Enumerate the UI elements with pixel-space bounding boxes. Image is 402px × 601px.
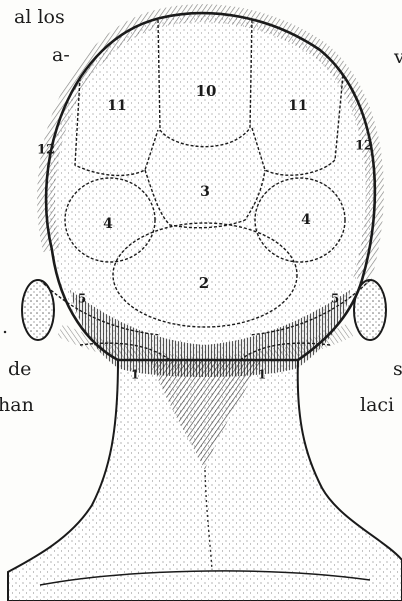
region-label-1-right: 1	[258, 368, 266, 382]
region-label-12-right: 12	[355, 139, 373, 154]
region-label-5-left: 5	[78, 292, 86, 306]
region-label-5-right: 5	[331, 292, 339, 306]
region-label-4-right: 4	[301, 212, 311, 228]
neck-and-shoulders	[8, 360, 402, 601]
region-label-2: 2	[199, 274, 209, 292]
region-label-4-left: 4	[103, 216, 113, 232]
skull	[46, 13, 375, 377]
region-label-3: 3	[200, 184, 210, 200]
region-label-1-left: 1	[131, 368, 139, 382]
region-label-11-left: 11	[107, 98, 126, 114]
region-label-12-left: 12	[37, 143, 55, 158]
region-label-10: 10	[196, 82, 217, 100]
region-label-11-right: 11	[288, 98, 307, 114]
